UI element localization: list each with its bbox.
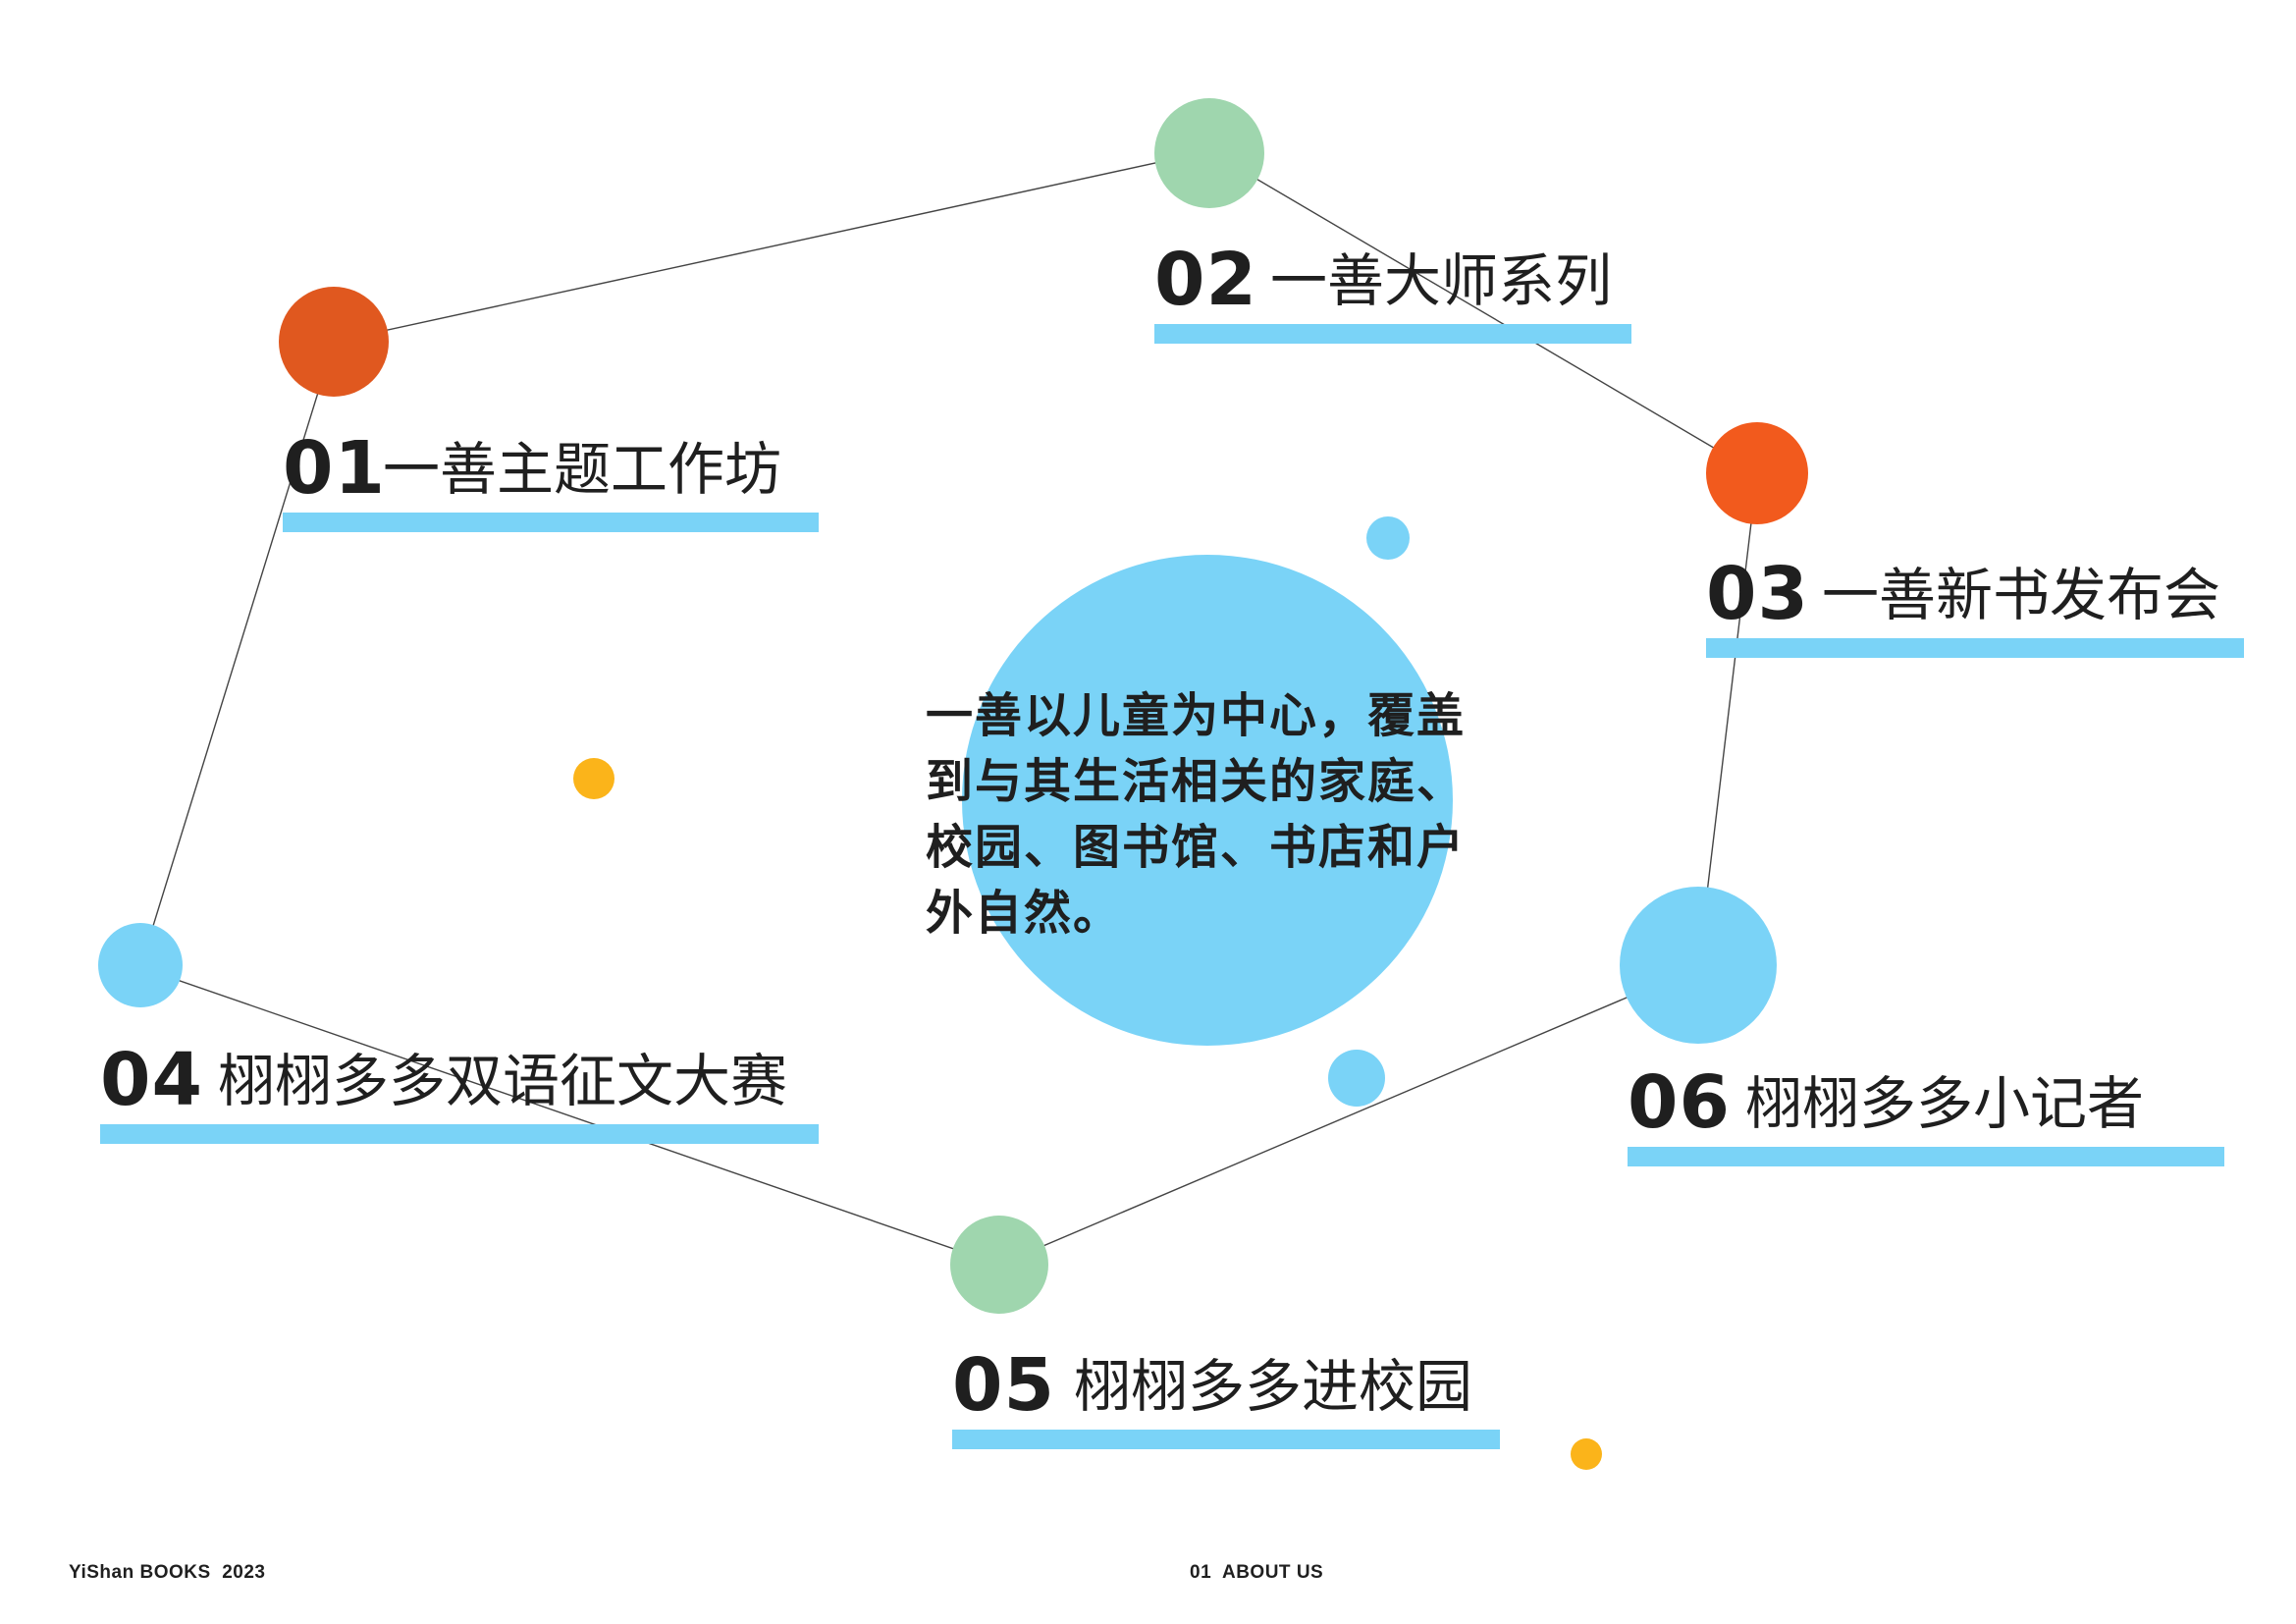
center-description: 一善以儿童为中心，覆盖到与其生活相关的家庭、校园、图书馆、书店和户外自然。 (926, 688, 1467, 941)
item-label: 一善新书发布会 (1822, 562, 2221, 628)
yellow-dot-left (573, 758, 614, 799)
item-number: 04 (100, 1038, 203, 1122)
orange-circle-left (279, 287, 389, 397)
yellow-dot-right (1571, 1438, 1602, 1470)
item-underline (952, 1430, 1500, 1449)
item-label: 栩栩多多小记者 (1745, 1070, 2145, 1137)
item-underline (1154, 324, 1631, 344)
item-label: 一善大师系列 (1270, 247, 1613, 314)
item-03: 03 一善新书发布会 (1706, 550, 2244, 658)
item-01: 01 一善主题工作坊 (283, 424, 821, 532)
blue-circle-left (98, 923, 183, 1007)
item-underline (1628, 1147, 2224, 1166)
blue-circle-right (1620, 887, 1777, 1044)
footer-brand: YiShan BOOKS 2023 (69, 1562, 266, 1583)
item-label: 栩栩多多进校园 (1074, 1353, 1473, 1420)
orange-circle-right (1706, 422, 1808, 524)
blue-circle-small-bottom (1328, 1050, 1385, 1107)
item-underline (100, 1124, 819, 1144)
item-number: 03 (1706, 552, 1809, 636)
item-underline (283, 513, 819, 532)
item-number: 06 (1628, 1060, 1731, 1145)
item-06: 06 栩栩多多小记者 (1628, 1058, 2224, 1166)
item-label: 一善主题工作坊 (383, 436, 782, 503)
green-circle-top (1154, 98, 1264, 208)
green-circle-bottom (950, 1216, 1048, 1314)
item-underline (1706, 638, 2244, 658)
item-number: 02 (1154, 238, 1257, 322)
footer-section: 01 ABOUT US (1190, 1562, 1324, 1583)
item-04: 04 栩栩多多双语征文大赛 (100, 1036, 819, 1144)
item-number: 01 (283, 426, 386, 511)
item-05: 05 栩栩多多进校园 (952, 1341, 1500, 1449)
item-02: 02 一善大师系列 (1154, 236, 1631, 344)
item-label: 栩栩多多双语征文大赛 (218, 1048, 788, 1114)
center-blue-circle (962, 555, 1453, 1046)
blue-circle-small-top (1366, 516, 1410, 560)
item-number: 05 (952, 1343, 1055, 1428)
